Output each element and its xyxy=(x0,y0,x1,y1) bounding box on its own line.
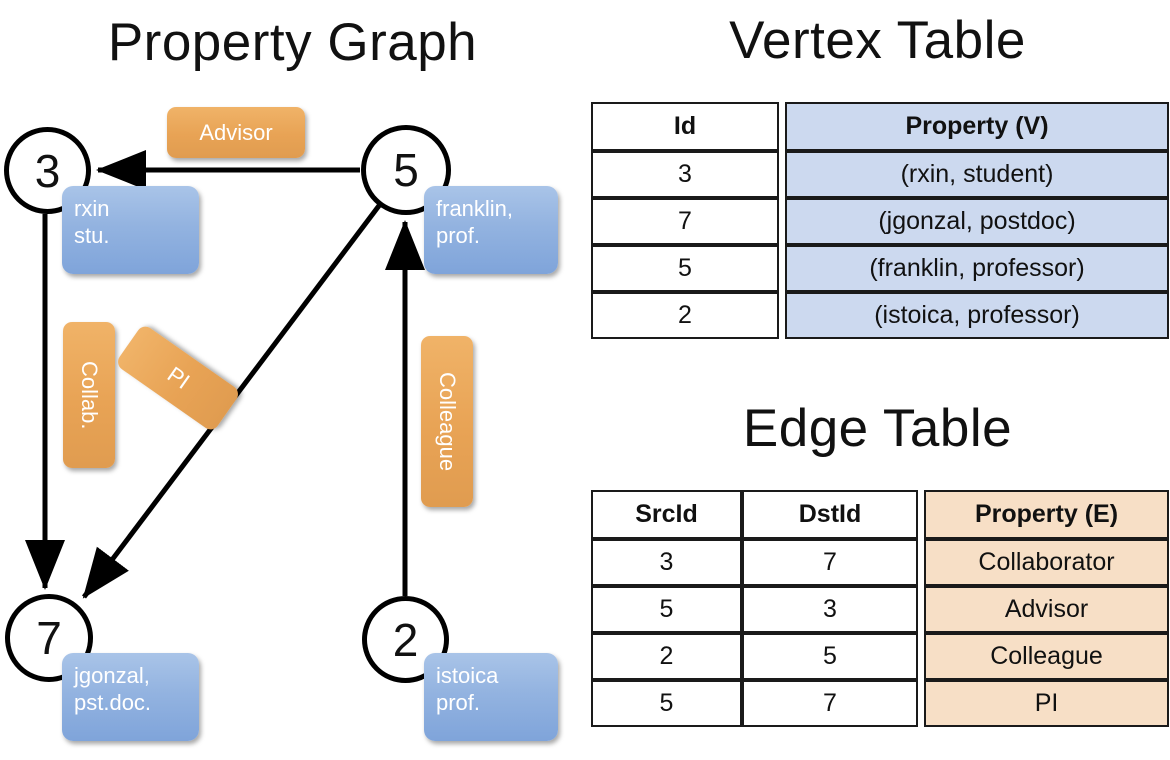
edge-row-1-dst: 3 xyxy=(742,586,918,633)
edge-label-advisor-text: Advisor xyxy=(199,119,273,145)
edge-row-2-src: 2 xyxy=(591,633,742,680)
vertex-row-2-id: 5 xyxy=(591,245,779,292)
vertex-property-box-5-line1: franklin, xyxy=(436,196,514,221)
vertex-property-box-3-line1: rxin xyxy=(74,196,110,221)
table-row[interactable]: 5 7 PI xyxy=(591,680,1169,727)
edge-label-advisor: Advisor xyxy=(167,107,305,158)
vertex-row-1-property: (jgonzal, postdoc) xyxy=(785,198,1169,245)
page-title-vertex-table: Vertex Table xyxy=(729,11,1026,70)
edge-table: SrcId DstId Property (E) 3 7 Collaborato… xyxy=(591,490,1169,727)
vertex-table-header-row: Id Property (V) xyxy=(591,102,1169,151)
vertex-property-box-2-line2: prof. xyxy=(436,690,481,715)
vertex-property-box-2: istoica prof. xyxy=(424,653,558,741)
vertex-node-2[interactable]: 2 xyxy=(362,596,449,683)
page-title-property-graph: Property Graph xyxy=(107,13,478,72)
vertex-property-box-7-line1: jgonzal, xyxy=(74,663,150,688)
vertex-row-3-id: 2 xyxy=(591,292,779,339)
edge-label-pi-text: PI xyxy=(162,361,194,394)
edge-row-0-dst: 7 xyxy=(742,539,918,586)
page-title-edge-table: Edge Table xyxy=(742,399,1013,458)
vertex-node-3-id: 3 xyxy=(34,144,61,197)
vertex-row-0-property: (rxin, student) xyxy=(785,151,1169,198)
vertex-table: Id Property (V) 3 (rxin, student) 7 (jgo… xyxy=(591,102,1169,339)
vertex-node-5-id: 5 xyxy=(393,144,419,196)
table-row[interactable]: 7 (jgonzal, postdoc) xyxy=(591,198,1169,245)
vertex-row-1-id: 7 xyxy=(591,198,779,245)
edge-row-1-property: Advisor xyxy=(924,586,1169,633)
table-row[interactable]: 2 5 Colleague xyxy=(591,633,1169,680)
edge-label-colleague-text: Colleague xyxy=(435,371,460,472)
property-graph-diagram: 3 5 7 2 rxin stu. franklin, prof. jgonza… xyxy=(4,107,558,741)
edge-row-3-property: PI xyxy=(924,680,1169,727)
vertex-table-col-property: Property (V) xyxy=(785,102,1169,151)
vertex-property-box-7-line2: pst.doc. xyxy=(74,690,152,715)
table-row[interactable]: 3 (rxin, student) xyxy=(591,151,1169,198)
vertex-property-box-5: franklin, prof. xyxy=(424,186,558,274)
edge-row-2-dst: 5 xyxy=(742,633,918,680)
vertex-table-col-id: Id xyxy=(591,102,779,151)
edge-table-col-dstid: DstId xyxy=(742,490,918,539)
edge-row-1-src: 5 xyxy=(591,586,742,633)
vertex-node-2-id: 2 xyxy=(392,613,419,666)
edge-label-colleague: Colleague xyxy=(421,336,473,507)
vertex-property-box-2-line1: istoica xyxy=(436,663,499,688)
edge-row-3-src: 5 xyxy=(591,680,742,727)
table-row[interactable]: 3 7 Collaborator xyxy=(591,539,1169,586)
edge-row-0-src: 3 xyxy=(591,539,742,586)
table-row[interactable]: 5 (franklin, professor) xyxy=(591,245,1169,292)
vertex-row-3-property: (istoica, professor) xyxy=(785,292,1169,339)
vertex-row-0-id: 3 xyxy=(591,151,779,198)
vertex-property-box-3-line2: stu. xyxy=(74,223,110,248)
edge-table-col-srcid: SrcId xyxy=(591,490,742,539)
edge-label-collab-text: Collab. xyxy=(77,360,102,430)
edge-label-collab: Collab. xyxy=(63,322,115,468)
table-row[interactable]: 2 (istoica, professor) xyxy=(591,292,1169,339)
edge-table-header-row: SrcId DstId Property (E) xyxy=(591,490,1169,539)
vertex-property-box-3: rxin stu. xyxy=(62,186,199,274)
vertex-node-5[interactable]: 5 xyxy=(361,125,451,215)
vertex-node-7-id: 7 xyxy=(36,612,62,664)
vertex-property-box-5-line2: prof. xyxy=(436,223,481,248)
edge-table-col-property: Property (E) xyxy=(924,490,1169,539)
edge-row-0-property: Collaborator xyxy=(924,539,1169,586)
vertex-row-2-property: (franklin, professor) xyxy=(785,245,1169,292)
vertex-property-box-7: jgonzal, pst.doc. xyxy=(62,653,199,741)
table-row[interactable]: 5 3 Advisor xyxy=(591,586,1169,633)
edge-row-2-property: Colleague xyxy=(924,633,1169,680)
edge-row-3-dst: 7 xyxy=(742,680,918,727)
